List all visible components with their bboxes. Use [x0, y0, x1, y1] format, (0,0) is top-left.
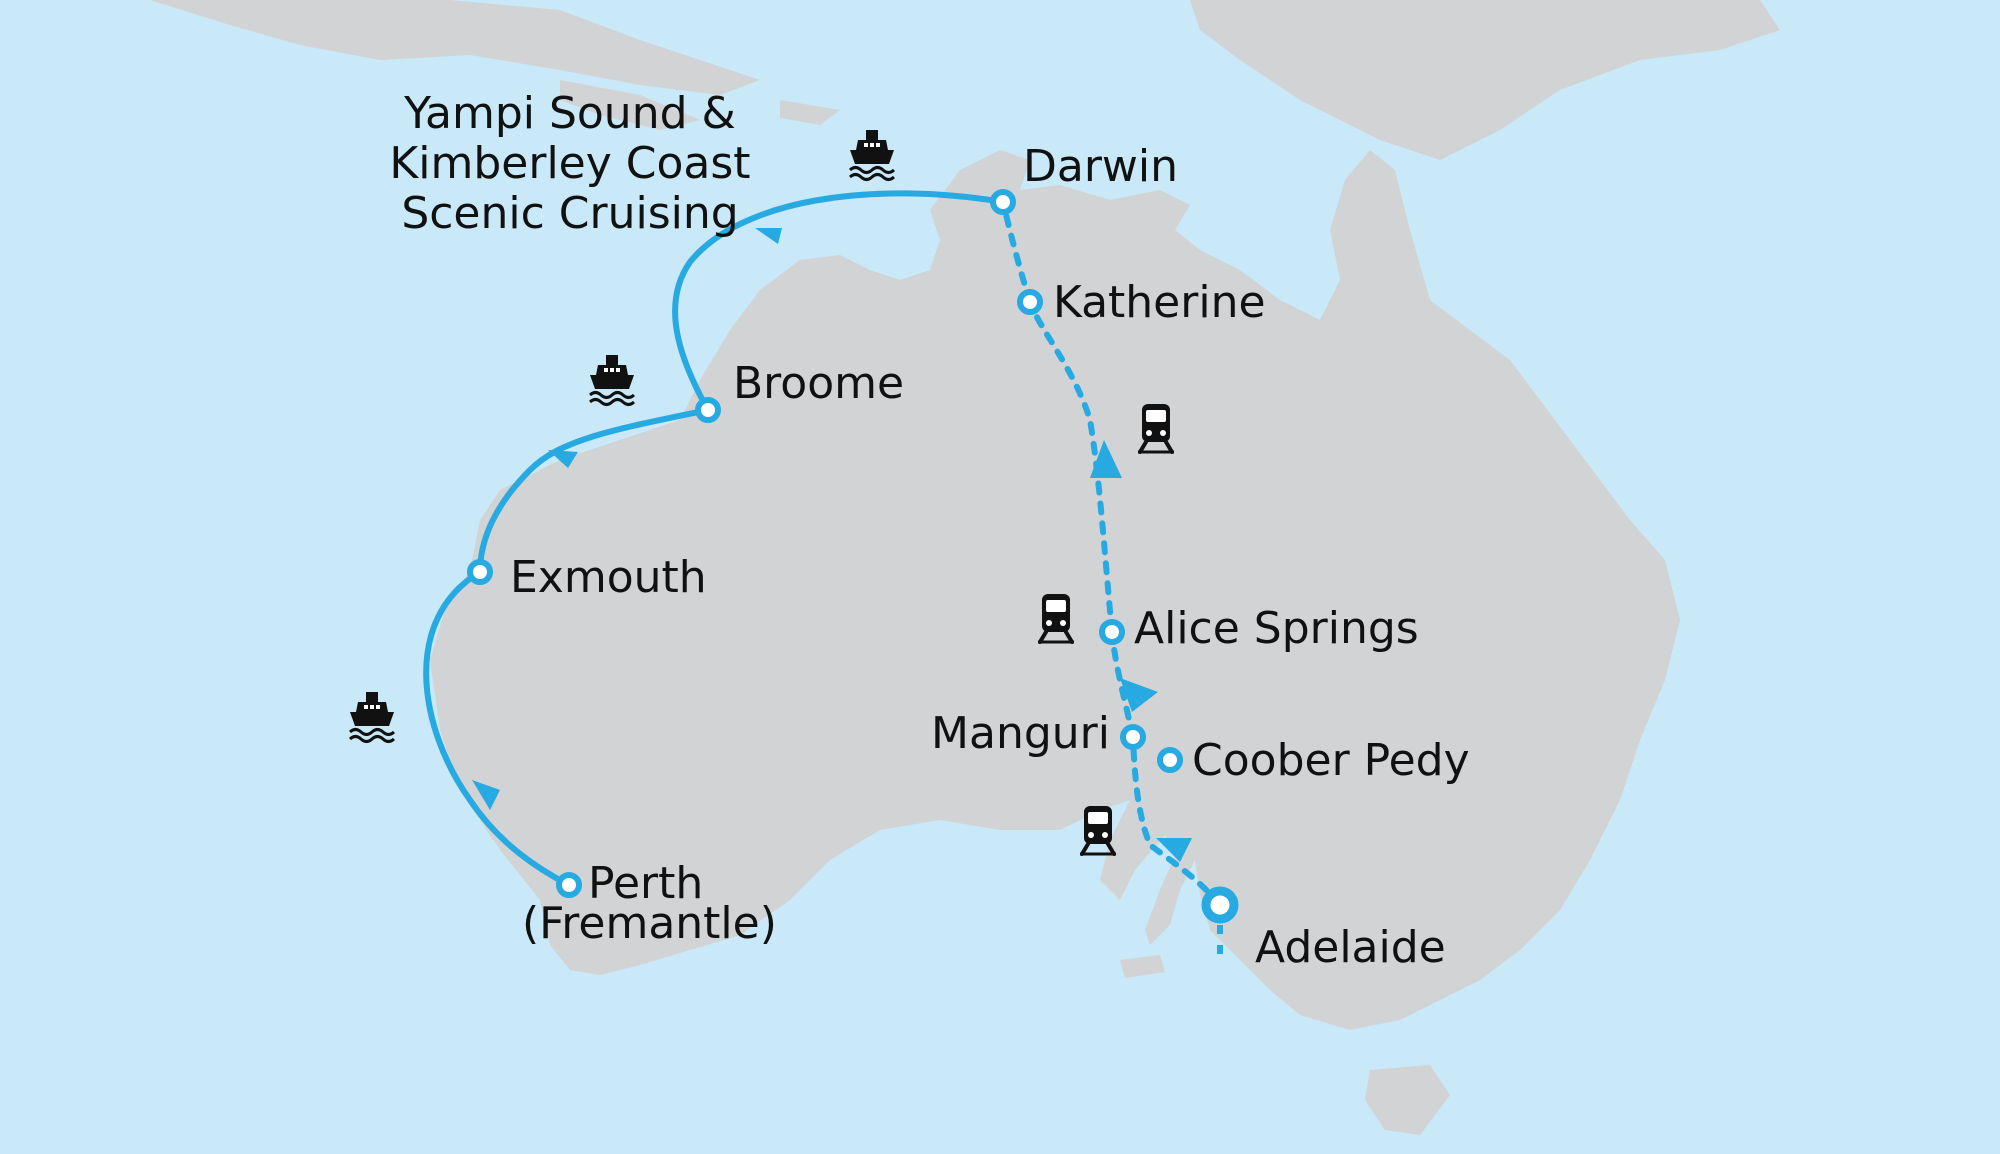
- new-guinea: [1190, 0, 1780, 160]
- label-perth: Perth: [588, 858, 703, 909]
- label-broome: Broome: [733, 358, 904, 409]
- stop-broome[interactable]: [695, 397, 721, 423]
- label-coober-pedy: Coober Pedy: [1192, 735, 1470, 786]
- cruise-title-line2: Kimberley Coast: [389, 138, 750, 189]
- arrow-alice-north: [1090, 440, 1122, 478]
- cruise-route-darwin-broome: [672, 190, 1006, 413]
- label-adelaide: Adelaide: [1255, 922, 1446, 973]
- stop-exmouth[interactable]: [467, 559, 493, 585]
- label-fremantle: (Fremantle): [522, 898, 777, 949]
- arrow-manguri-alice: [1120, 678, 1158, 712]
- indonesia-islands: [150, 0, 760, 95]
- stop-adelaide[interactable]: [1201, 886, 1239, 924]
- australia-mainland: [430, 150, 1680, 1030]
- stop-katherine[interactable]: [1017, 289, 1043, 315]
- cruise-title-line3: Scenic Cruising: [401, 188, 738, 239]
- arrow-adelaide-manguri: [1156, 838, 1192, 862]
- cruise-title-line1: Yampi Sound &: [403, 88, 736, 139]
- arrow-exmouth-perth: [472, 780, 500, 810]
- stop-darwin[interactable]: [990, 189, 1016, 215]
- label-darwin: Darwin: [1023, 141, 1178, 192]
- label-exmouth: Exmouth: [510, 552, 707, 603]
- stop-coober-pedy[interactable]: [1157, 747, 1183, 773]
- rail-route-adelaide-manguri: [1130, 734, 1223, 908]
- stop-manguri[interactable]: [1120, 724, 1146, 750]
- cruise-route-broome-exmouth: [477, 407, 711, 575]
- stop-perth[interactable]: [556, 872, 582, 898]
- tasmania: [1365, 1065, 1450, 1135]
- cruise-route-exmouth-perth: [423, 569, 572, 888]
- label-katherine: Katherine: [1053, 277, 1266, 328]
- rail-route-alice-katherine: [1027, 299, 1115, 635]
- label-manguri: Manguri: [931, 708, 1110, 759]
- label-alice-springs: Alice Springs: [1134, 603, 1419, 654]
- kangaroo-island: [1120, 955, 1165, 978]
- small-islands: [560, 80, 840, 130]
- arrow-broome-exmouth: [548, 450, 578, 468]
- arrow-darwin-broome: [755, 228, 782, 244]
- stop-alice-springs[interactable]: [1099, 619, 1125, 645]
